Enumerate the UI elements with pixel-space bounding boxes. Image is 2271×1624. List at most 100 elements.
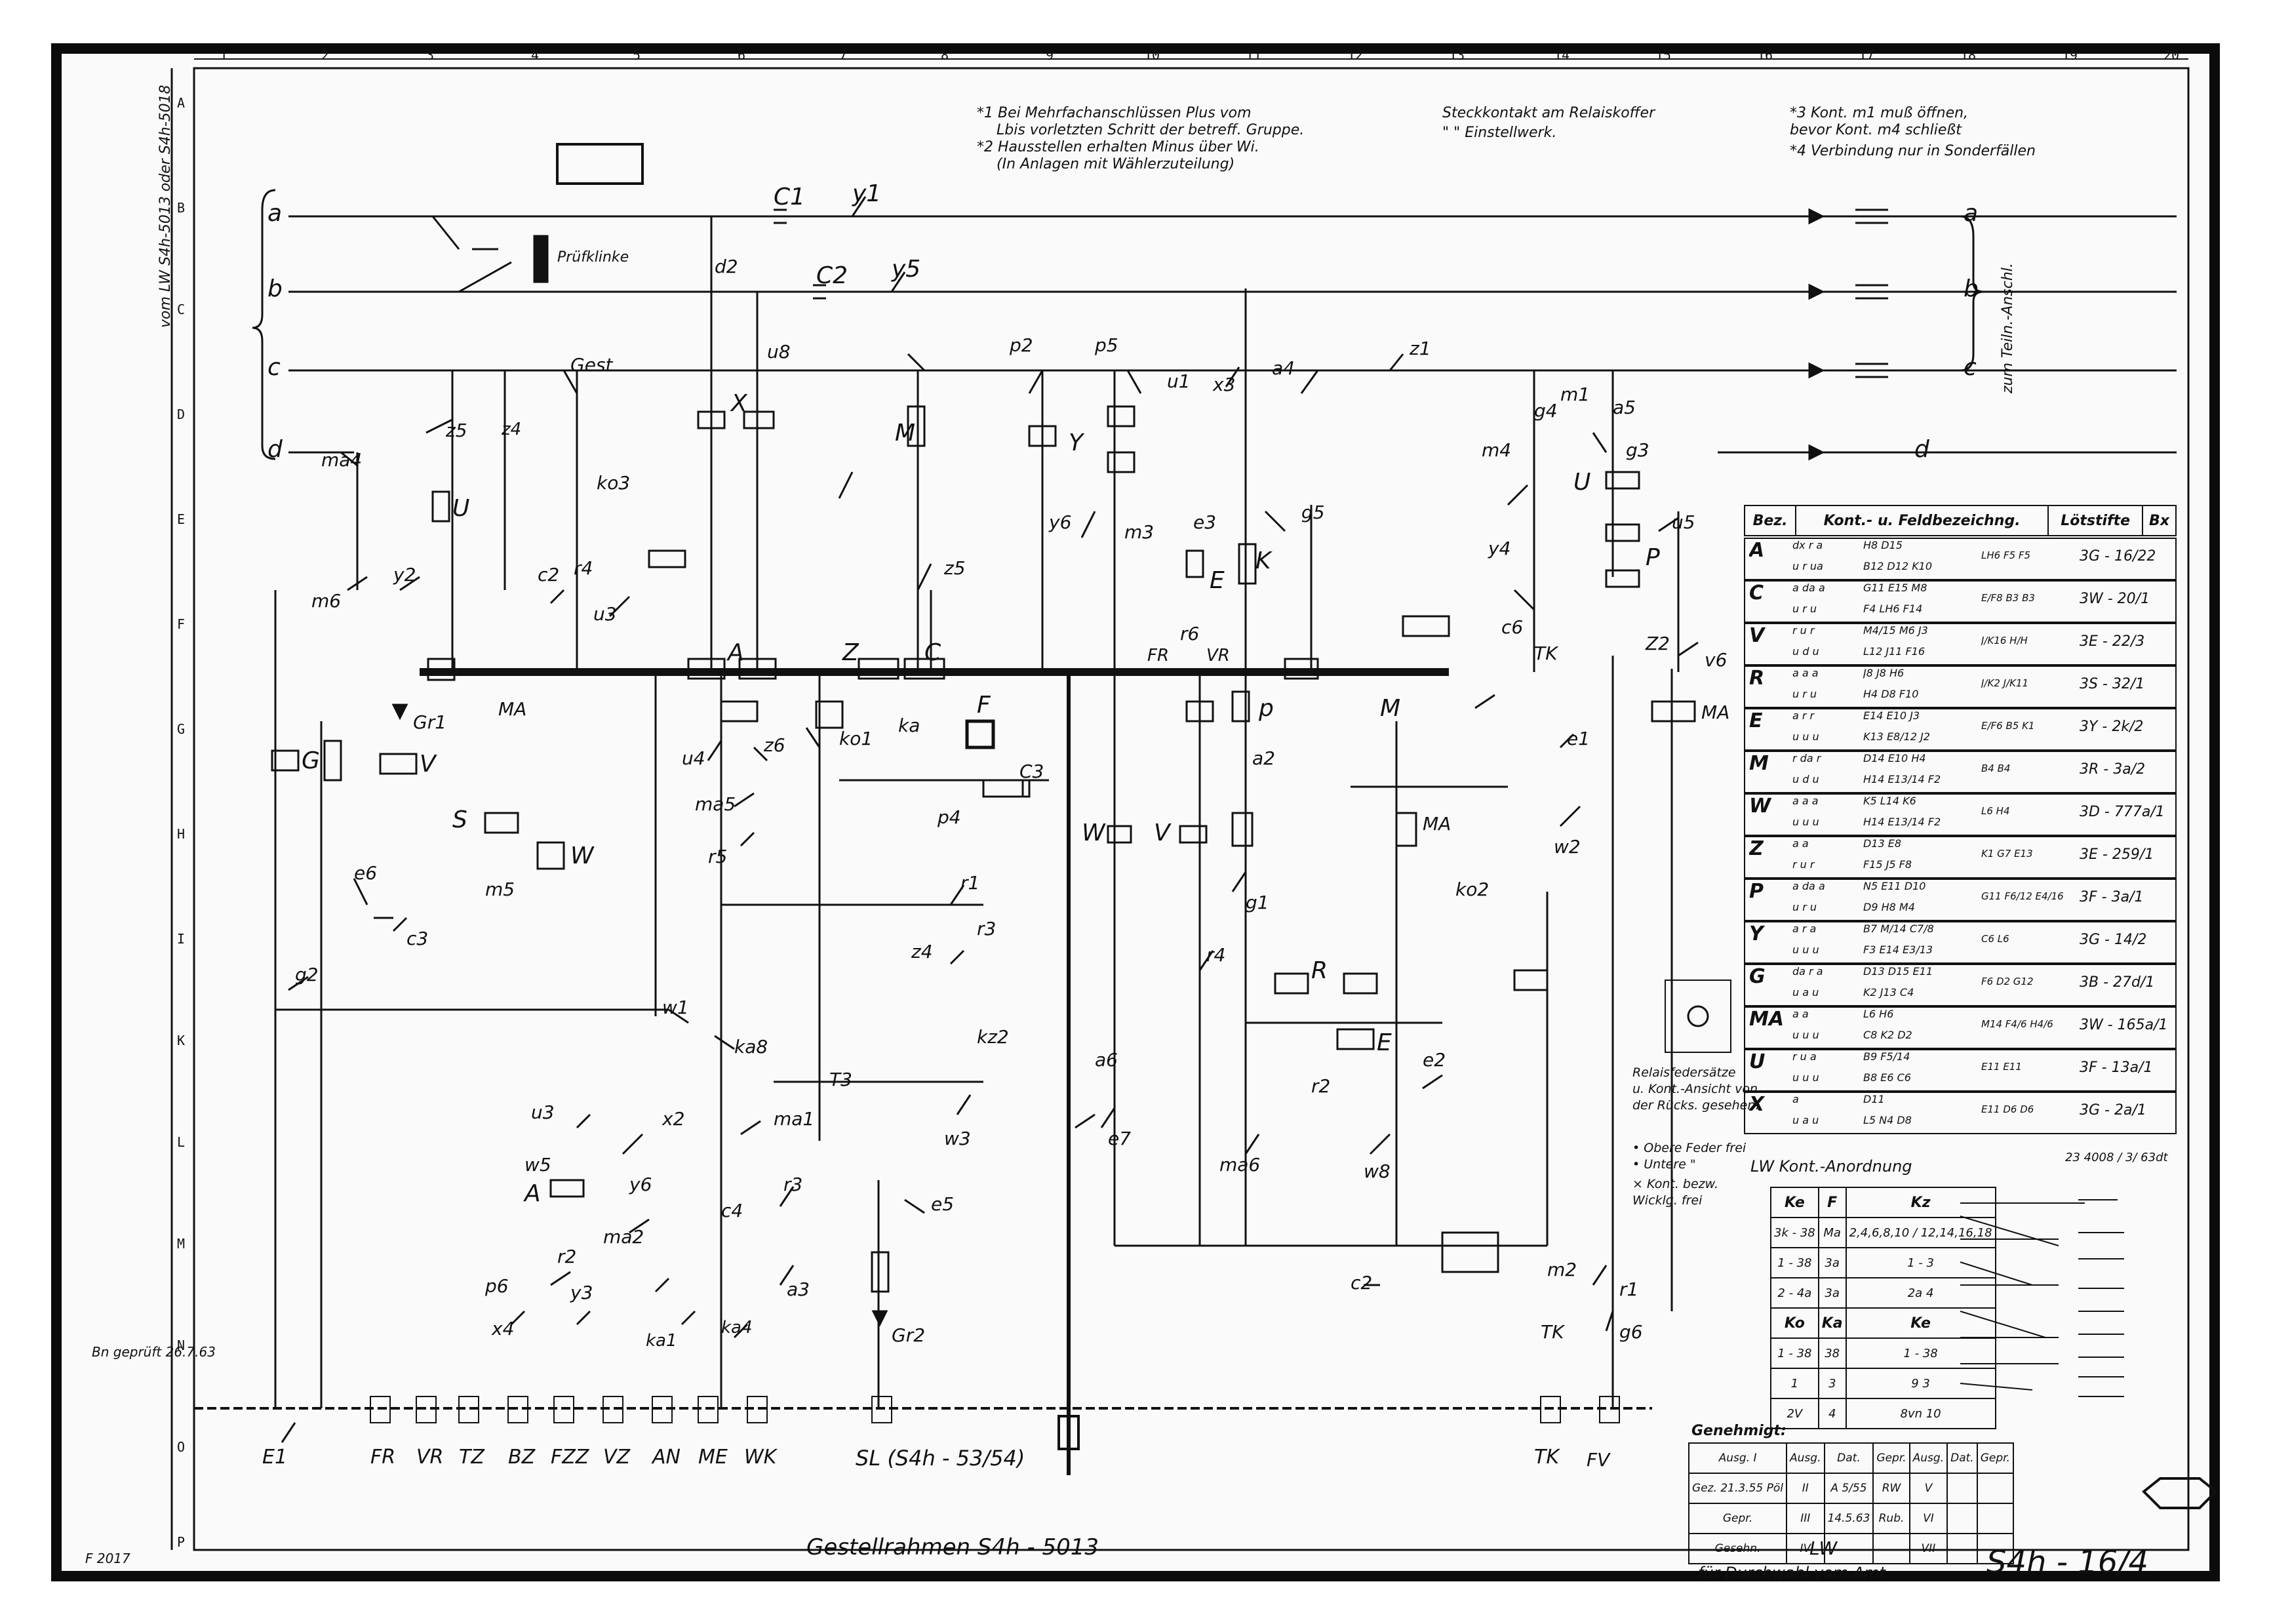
- label-y6-lower: y6: [629, 1174, 652, 1195]
- small-table-cell: 1 - 38: [1770, 1337, 1819, 1369]
- relay-bx: 3F - 13a/1: [2080, 1060, 2153, 1076]
- title-block-table: Ausg. I Ausg. Dat. Gepr. Ausg. Dat. Gepr…: [1688, 1442, 2014, 1564]
- relay-table-header: Lötstifte: [2047, 505, 2144, 536]
- label-u3: u3: [593, 603, 617, 625]
- relay-bx: 3B - 27d/1: [2080, 974, 2155, 991]
- label-g5: g5: [1301, 502, 1325, 523]
- row-letter: C: [177, 302, 186, 317]
- label-F: F: [977, 692, 991, 719]
- title-cell: RW: [1872, 1473, 1910, 1504]
- title-cell: IV: [1786, 1533, 1825, 1564]
- column-number: 16: [1757, 47, 1773, 63]
- relay-fields-bottom: K13 E8/12 J2: [1863, 730, 1930, 743]
- relay-fields-bottom: L12 J11 F16: [1863, 645, 1925, 658]
- row-letter: P: [177, 1534, 186, 1550]
- relay-fields-bottom: F15 J5 F8: [1863, 858, 1912, 871]
- relay-solder-pins: J/K16 H/H: [1981, 635, 2028, 646]
- column-number: 19: [2062, 47, 2078, 63]
- relay-bx: 3E - 22/3: [2080, 633, 2145, 650]
- drawing-sheet: [51, 43, 2220, 1581]
- title-cell: Gez. 21.3.55 Pöl: [1688, 1473, 1788, 1504]
- label-g1: g1: [1246, 892, 1269, 913]
- line-label-b: b: [1964, 275, 1979, 302]
- label-G: G: [302, 747, 320, 774]
- label-VR: VR: [1206, 646, 1230, 665]
- title-cell: [1823, 1533, 1874, 1564]
- title-cell: Ausg. I: [1688, 1442, 1788, 1474]
- label-u5: u5: [1672, 511, 1695, 533]
- terminal-label: ME: [698, 1446, 728, 1469]
- relay-solder-pins: L6 H4: [1981, 805, 2010, 817]
- label-w8: w8: [1364, 1160, 1391, 1182]
- label-p6: p6: [485, 1275, 509, 1297]
- relay-contacts-top: a a a: [1792, 795, 1819, 807]
- label-g3: g3: [1626, 439, 1649, 461]
- wi-relay-box: [556, 143, 644, 185]
- row-letter: M: [177, 1236, 186, 1252]
- small-table-cell: 2,4,6,8,10 / 12,14,16,18: [1845, 1217, 1996, 1248]
- row-letter: O: [177, 1439, 186, 1455]
- small-table-cell: 3a: [1817, 1277, 1847, 1309]
- label-V: V: [420, 751, 436, 778]
- relay-bez: X: [1749, 1093, 1765, 1116]
- label-p2: p2: [1010, 334, 1033, 356]
- label-u1: u1: [1167, 370, 1191, 392]
- label-TK: TK: [1534, 643, 1558, 664]
- relay-contacts-top: a a: [1792, 1008, 1809, 1020]
- relay-fields-bottom: H4 D8 F10: [1863, 688, 1919, 700]
- label-W: W: [570, 842, 594, 869]
- description-line1: LW: [1809, 1537, 1838, 1559]
- label-w3: w3: [944, 1128, 971, 1149]
- label-ko1: ko1: [839, 728, 873, 749]
- label-v6: v6: [1705, 649, 1728, 671]
- small-table-cell: Ka: [1817, 1307, 1847, 1339]
- label-ma5: ma5: [695, 793, 736, 815]
- label-r4b: r4: [1206, 944, 1226, 966]
- relay-contacts-top: da r a: [1792, 965, 1823, 978]
- row-letter: H: [177, 826, 186, 842]
- label-MA-top: MA: [498, 698, 527, 720]
- label-r5: r5: [708, 846, 728, 867]
- label-P-relay: P: [1646, 544, 1660, 571]
- note-2-line2: (In Anlagen mit Wählerzuteilung): [997, 156, 1235, 172]
- column-number: 18: [1960, 47, 1977, 63]
- label-y2: y2: [393, 564, 416, 585]
- label-e6: e6: [354, 862, 378, 884]
- label-a4: a4: [1272, 357, 1295, 379]
- small-table-header: F: [1817, 1187, 1847, 1218]
- small-table-cell: Ko: [1770, 1307, 1819, 1339]
- label-u8: u8: [767, 341, 791, 363]
- label-C3: C3: [1019, 761, 1044, 782]
- small-table-cell: 8vn 10: [1845, 1398, 1996, 1429]
- relay-bez: R: [1749, 667, 1765, 690]
- relay-bez: G: [1749, 965, 1766, 988]
- column-number: 3: [426, 47, 435, 63]
- label-a6: a6: [1095, 1049, 1118, 1071]
- row-letter: L: [177, 1134, 186, 1150]
- label-r2: r2: [1311, 1075, 1331, 1097]
- label-ka1: ka1: [646, 1331, 677, 1351]
- small-table-header: Kz: [1845, 1187, 1996, 1218]
- title-cell: A 5/55: [1823, 1473, 1874, 1504]
- label-g4: g4: [1534, 400, 1558, 422]
- label-FV: FV: [1587, 1449, 1610, 1471]
- title-cell: 14.5.63: [1823, 1503, 1874, 1534]
- title-cell: Ausg.: [1786, 1442, 1825, 1474]
- terminal-label: WK: [744, 1446, 777, 1469]
- label-x4: x4: [492, 1318, 515, 1339]
- relay-fields-top: B7 M/14 C7/8: [1863, 922, 1934, 935]
- title-cell: II: [1786, 1473, 1825, 1504]
- small-table-cell: 38: [1817, 1337, 1847, 1369]
- title-cell: Dat.: [1823, 1442, 1874, 1474]
- relay-fields-top: N5 E11 D10: [1863, 880, 1926, 892]
- relay-fields-bottom: L5 N4 D8: [1863, 1114, 1912, 1126]
- terminal-label: TK: [1534, 1446, 1559, 1469]
- label-r1: r1: [960, 872, 980, 894]
- relay-bx: 3G - 14/2: [2080, 932, 2147, 948]
- label-ma4: ma4: [321, 449, 363, 471]
- company-logo: [2142, 1477, 2218, 1509]
- label-r6: r6: [1180, 623, 1200, 644]
- label-w1: w1: [662, 997, 689, 1018]
